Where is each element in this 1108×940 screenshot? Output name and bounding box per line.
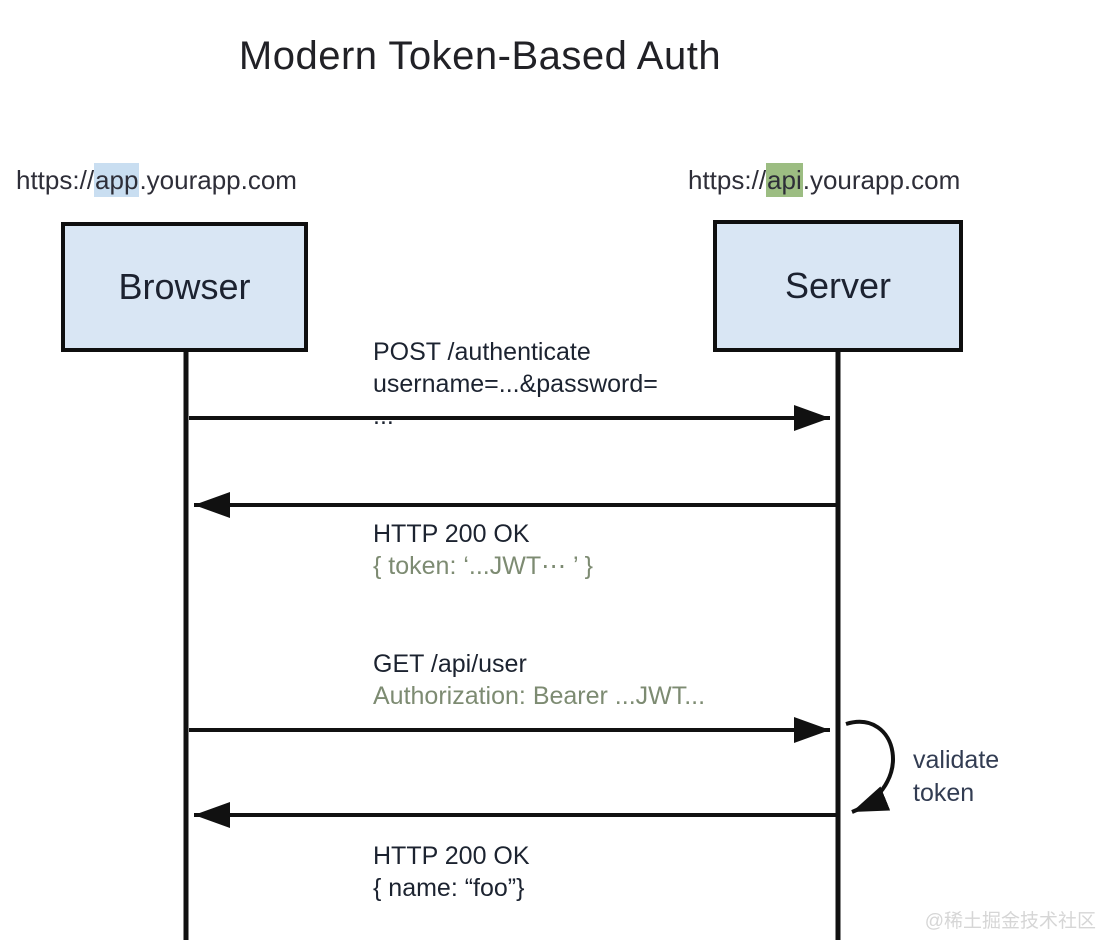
message-post-authenticate: POST /authenticate username=...&password… bbox=[373, 336, 658, 432]
message-line: { token: ‘...JWT⋯ ’ } bbox=[373, 552, 593, 580]
message-line: HTTP 200 OK bbox=[373, 842, 530, 870]
browser-url-prefix: https:// bbox=[16, 165, 95, 195]
message-line: POST /authenticate bbox=[373, 338, 591, 366]
browser-url-suffix: .yourapp.com bbox=[139, 165, 297, 195]
browser-url: https://app.yourapp.com bbox=[16, 163, 297, 197]
message-line: HTTP 200 OK bbox=[373, 520, 530, 548]
message-get-api-user: GET /api/user Authorization: Bearer ...J… bbox=[373, 648, 705, 712]
diagram-title: Modern Token-Based Auth bbox=[238, 34, 722, 78]
watermark: @稀土掘金技术社区 bbox=[924, 911, 1096, 932]
validate-token-line: token bbox=[913, 779, 975, 807]
message-token-response: HTTP 200 OK { token: ‘...JWT⋯ ’ } bbox=[373, 518, 593, 582]
message-line: ... bbox=[373, 402, 394, 430]
server-url-suffix: .yourapp.com bbox=[802, 165, 961, 195]
message-line: { name: “foo”} bbox=[373, 874, 525, 902]
validate-token-label: validate token bbox=[913, 744, 999, 810]
browser-actor-box: Browser bbox=[61, 222, 308, 352]
message-user-response: HTTP 200 OK { name: “foo”} bbox=[373, 840, 530, 904]
validate-token-loop-arrow bbox=[845, 720, 895, 814]
browser-actor-label: Browser bbox=[118, 266, 251, 307]
server-url-prefix: https:// bbox=[688, 165, 767, 195]
message-line: Authorization: Bearer ...JWT... bbox=[373, 682, 706, 710]
browser-url-highlight: app bbox=[94, 163, 140, 197]
validate-token-line: validate bbox=[913, 746, 1000, 774]
server-actor-box: Server bbox=[713, 220, 963, 352]
server-url: https://api.yourapp.com bbox=[688, 163, 961, 197]
message-line: GET /api/user bbox=[373, 650, 527, 678]
server-url-highlight: api bbox=[766, 163, 803, 197]
server-actor-label: Server bbox=[784, 265, 892, 306]
message-line: username=...&password= bbox=[373, 370, 658, 398]
